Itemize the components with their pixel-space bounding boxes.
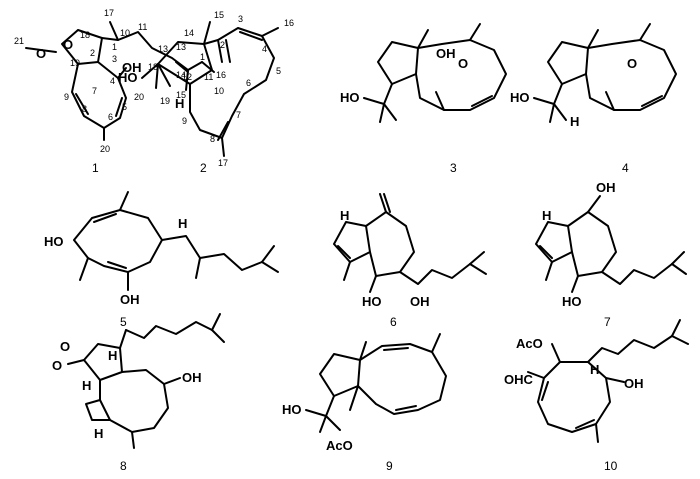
compound-1-ring-oxygen: O (63, 37, 73, 52)
compound-8-lactone-oxygen: O (60, 339, 70, 354)
compound-2-locant: 13 (158, 44, 168, 54)
compound-1-locant: 13 (176, 42, 186, 52)
compound-5-hydrogen: H (178, 216, 187, 231)
compound-6-hydroxyl-2: OH (410, 294, 430, 309)
compound-2-structure (141, 21, 279, 157)
compound-1-locant: 1 (112, 42, 117, 52)
compound-3-hydroxyl-2: HO (340, 90, 360, 105)
compound-2-hydrogen: H (175, 96, 184, 111)
compound-1-methoxy-oxygen: O (36, 46, 46, 61)
compound-10-hydroxyl: OH (624, 376, 644, 391)
compound-8-hydrogen: H (82, 378, 91, 393)
compound-1-locant: 8 (82, 104, 87, 114)
compound-1-locant: 2 (90, 48, 95, 58)
compound-1-locant: 15 (176, 90, 186, 100)
compound-8-hydroxyl: OH (182, 370, 202, 385)
compound-2-locant: 2 (220, 40, 225, 50)
compound-9-acetoxy: AcO (326, 438, 353, 453)
compound-10-label: 10 (604, 459, 618, 473)
compound-3-hydroxyl: OH (436, 46, 456, 61)
compound-9-structure (305, 333, 447, 433)
compound-2-label: 2 (200, 161, 207, 175)
compound-3-ether-oxygen: O (458, 56, 468, 71)
compound-8-carbonyl-oxygen: O (52, 358, 62, 373)
compound-1-structure (25, 21, 215, 141)
compound-2-locant: 9 (182, 116, 187, 126)
compound-2-locant: 4 (262, 44, 267, 54)
compound-1-locant: 9 (64, 92, 69, 102)
compound-6-hydrogen: H (340, 208, 349, 223)
compound-8-hydrogen-3: H (108, 348, 117, 363)
compound-1-locant: 17 (104, 8, 114, 18)
compound-3-structure (363, 23, 507, 123)
compound-1-locant: 18 (80, 30, 90, 40)
compound-9-hydroxyl: HO (282, 402, 302, 417)
compound-2-locant: 1 (200, 52, 205, 62)
compound-1-locant: 3 (112, 54, 117, 64)
compound-4-hydrogen: H (570, 114, 579, 129)
compound-8-structure (67, 313, 225, 449)
compound-6-hydroxyl: HO (362, 294, 382, 309)
compound-2-locant: 20 (134, 92, 144, 102)
compound-2-hydroxyl: HO (118, 70, 138, 85)
compound-5-hydroxyl: HO (44, 234, 64, 249)
compound-4-hydroxyl: HO (510, 90, 530, 105)
compound-2-locant: 8 (210, 134, 215, 144)
compound-3-label: 3 (450, 161, 457, 175)
compound-2-locant: 17 (218, 158, 228, 168)
compound-1-locant: 11 (138, 22, 147, 32)
compound-1-locant: 7 (92, 86, 97, 96)
compound-2-locant: 6 (246, 78, 251, 88)
compound-2-locant: 7 (236, 110, 241, 120)
compound-2-locant: 18 (148, 62, 158, 72)
compound-4-structure (533, 23, 677, 123)
compound-2-locant: 19 (160, 96, 170, 106)
compound-1-hydroxyl: OH (122, 60, 142, 75)
compound-1-locant: 6 (108, 112, 113, 122)
compound-4-label: 4 (622, 161, 629, 175)
compound-1-locant: 10 (120, 28, 130, 38)
compound-1-locant: 14 (176, 70, 186, 80)
compound-5-hydroxyl-2: OH (120, 292, 140, 307)
compound-2-locant: 14 (184, 28, 194, 38)
compound-6-structure (333, 193, 487, 293)
compound-10-hydrogen: H (590, 362, 599, 377)
compound-5-structure (73, 191, 279, 291)
compound-2-locant: 5 (276, 66, 281, 76)
compound-1-locant: 4 (110, 76, 115, 86)
compound-1-label: 1 (92, 161, 99, 175)
compound-6-label: 6 (390, 315, 397, 329)
compound-5-label: 5 (120, 315, 127, 329)
compound-8-hydrogen-2: H (94, 426, 103, 441)
compound-7-hydroxyl: OH (596, 180, 616, 195)
compound-2-locant: 3 (238, 14, 243, 24)
compound-9-label: 9 (386, 459, 393, 473)
compound-2-locant: 15 (214, 10, 224, 20)
compound-7-label: 7 (604, 315, 611, 329)
compound-2-locant: 12 (182, 72, 192, 82)
compound-1-locant: 21 (14, 36, 24, 46)
compound-7-hydrogen: H (542, 208, 551, 223)
compound-1-locant: 5 (122, 102, 127, 112)
compound-10-acetoxy: AcO (516, 336, 543, 351)
compound-8-label: 8 (120, 459, 127, 473)
compound-10-aldehyde: OHC (504, 372, 534, 387)
compound-1-locant: 19 (70, 58, 80, 68)
compound-1-locant: 20 (100, 144, 110, 154)
compound-7-hydroxyl-2: HO (562, 294, 582, 309)
compound-2-locant: 11 (204, 72, 213, 82)
compound-10-structure (527, 319, 689, 443)
compound-7-structure (535, 195, 687, 293)
compound-2-locant: 10 (214, 86, 224, 96)
compound-2-locant: 16 (284, 18, 294, 28)
compound-4-ether-oxygen: O (627, 56, 637, 71)
compound-1-locant: 16 (216, 70, 226, 80)
